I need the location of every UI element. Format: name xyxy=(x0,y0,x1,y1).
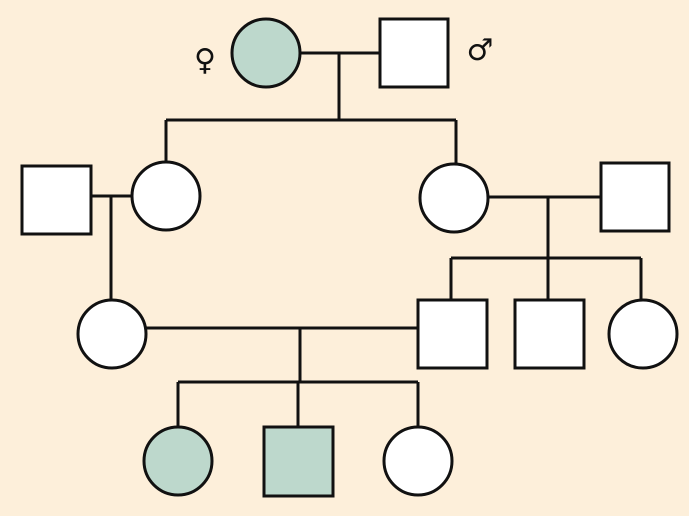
individual-III-3-male xyxy=(513,298,586,370)
individual-III-4-female xyxy=(607,298,679,370)
individual-III-2-male xyxy=(416,298,489,370)
individual-IV-1-female xyxy=(142,425,214,497)
gen3-couple-lines xyxy=(146,326,420,427)
gen1-lines xyxy=(164,51,458,164)
individual-I-2-male xyxy=(378,17,450,89)
gen2-left-couple-lines xyxy=(91,194,132,300)
individual-IV-2-male xyxy=(262,425,335,498)
individual-I-1-female xyxy=(230,17,302,89)
connector-lines xyxy=(91,51,643,427)
individual-II-3-female xyxy=(418,162,490,234)
individual-II-4-male xyxy=(599,161,671,233)
individual-IV-3-female xyxy=(382,425,454,497)
individual-II-2-female xyxy=(130,160,202,232)
individual-III-1-female xyxy=(76,298,148,370)
individual-II-1-male xyxy=(20,164,93,236)
male-symbol: ♂ xyxy=(467,33,494,68)
female-symbol: ♀ xyxy=(194,43,216,78)
gen2-right-couple-lines xyxy=(449,195,643,300)
